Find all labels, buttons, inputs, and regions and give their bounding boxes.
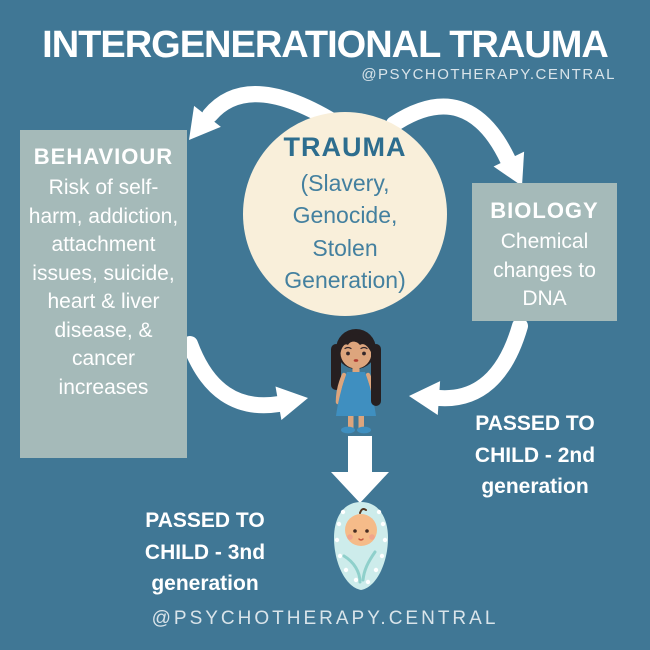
trauma-circle-subtitle: (Slavery, Genocide, Stolen Generation) <box>284 170 406 293</box>
behaviour-box: BEHAVIOUR Risk of self-harm, addiction, … <box>20 130 187 458</box>
page-title: INTERGENERATIONAL TRAUMA <box>42 24 609 66</box>
credit-handle-bottom: @PSYCHOTHERAPY.CENTRAL <box>151 608 499 629</box>
behaviour-box-body: Risk of self-harm, addiction, attachment… <box>28 176 179 399</box>
swaddled-baby-illustration-icon <box>334 502 388 590</box>
girl-child-illustration-icon <box>331 329 381 434</box>
biology-box-title: BIOLOGY <box>490 198 599 223</box>
trauma-circle: TRAUMA (Slavery, Genocide, Stolen Genera… <box>243 112 447 316</box>
arrowhead-child-left-icon <box>275 386 308 420</box>
biology-box-body: Chemical changes to DNA <box>493 230 596 311</box>
label-passed-to-child-2nd-generation: PASSED TO CHILD - 2nd generation <box>474 412 596 498</box>
arrow-behaviour-to-child-icon <box>182 336 287 414</box>
arrow-biology-to-child-icon <box>431 318 528 407</box>
arrowhead-child-right-icon <box>409 381 441 416</box>
biology-box: BIOLOGY Chemical changes to DNA <box>472 183 617 321</box>
arrow-child-to-baby-icon <box>331 436 389 503</box>
label-passed-to-child-3rd-generation: PASSED TO CHILD - 3nd generation <box>144 509 266 595</box>
trauma-circle-title: TRAUMA <box>283 132 407 163</box>
behaviour-box-title: BEHAVIOUR <box>33 144 174 169</box>
credit-handle-top: @PSYCHOTHERAPY.CENTRAL <box>361 66 616 83</box>
